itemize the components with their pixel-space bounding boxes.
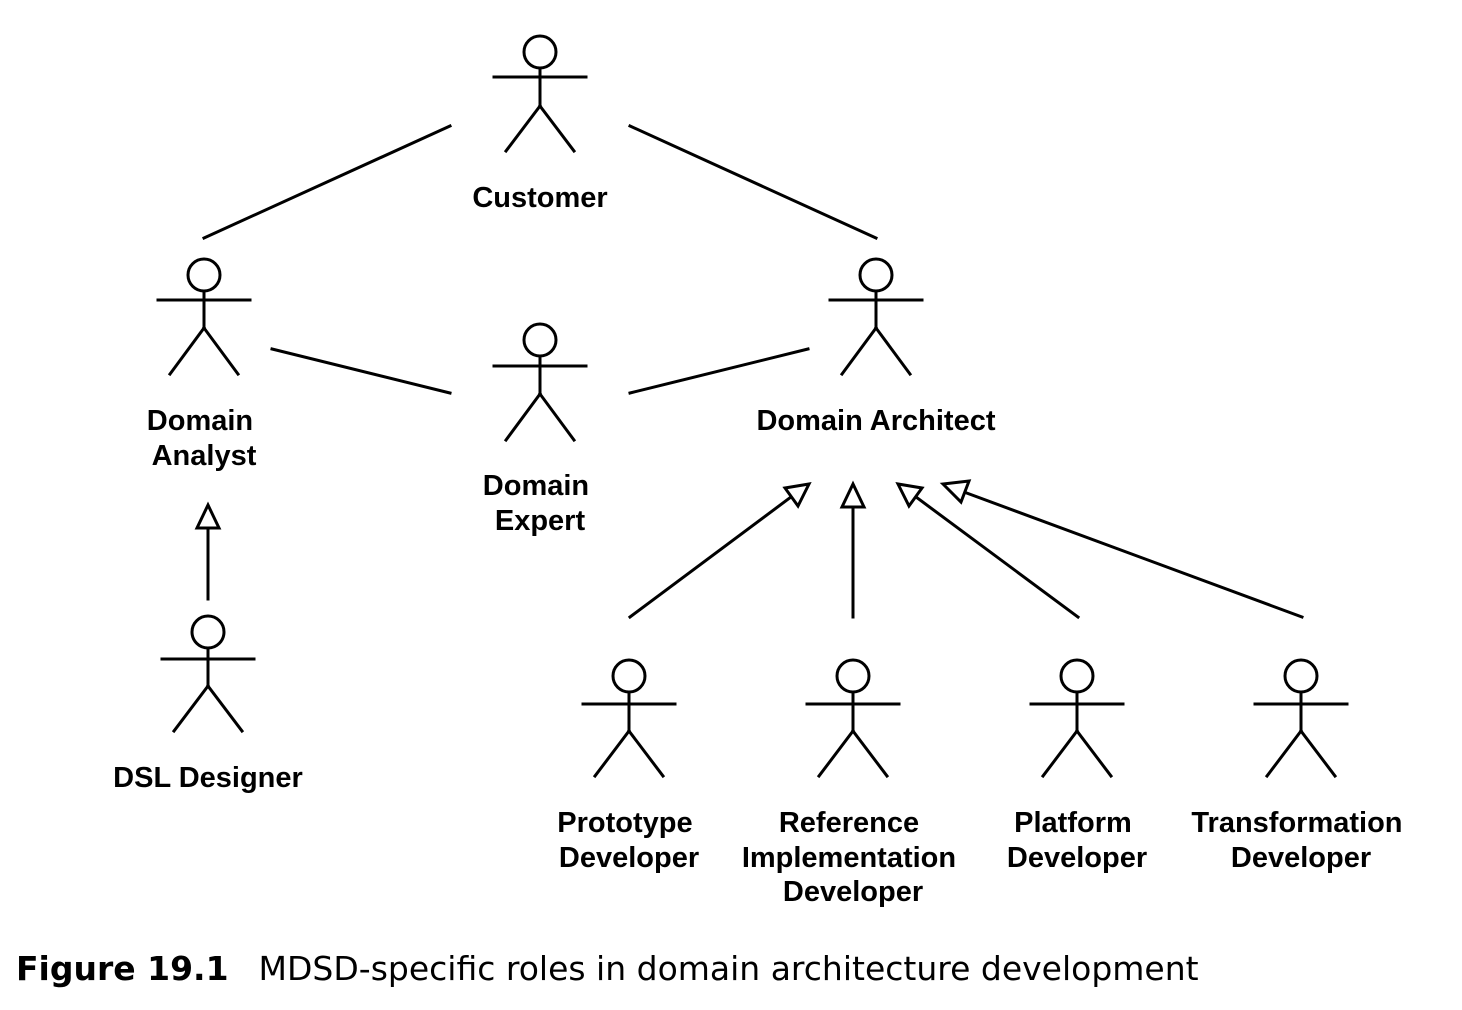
actor-transformation-developer: Transformation Developer — [1191, 658, 1410, 874]
label-line: DSL Designer — [113, 762, 303, 794]
label-line: Implementation — [742, 842, 956, 874]
label-line: Customer — [472, 182, 607, 214]
label-line: Developer — [559, 842, 699, 874]
label-line: Platform — [1014, 807, 1132, 839]
generalization-arrowhead-icon — [939, 479, 972, 505]
association-expert-architect — [628, 347, 810, 395]
label-line: Developer — [783, 876, 923, 908]
stick-figure-icon — [805, 658, 901, 779]
generalization-arrowhead-icon — [839, 480, 867, 509]
actor-label-domain-analyst: Domain Analyst — [147, 405, 261, 472]
actor-domain-architect: Domain Architect — [756, 257, 996, 437]
association-customer-architect — [628, 124, 878, 240]
generalization-prototype-developer — [627, 482, 812, 620]
actor-reference-implementation-developer: Reference Implementation Developer — [742, 658, 964, 908]
stick-figure-icon — [160, 614, 256, 734]
generalization-transformation-developer — [939, 479, 1304, 619]
figure-number: Figure 19.1 — [16, 949, 229, 988]
label-line: Domain — [483, 470, 589, 502]
stick-figure-icon — [828, 257, 924, 377]
stick-figure-icon — [156, 257, 252, 377]
label-line: Developer — [1231, 842, 1371, 874]
stick-figure-icon — [1253, 658, 1349, 779]
stick-figure-icon — [581, 658, 677, 779]
generalization-arrowhead-icon — [194, 501, 222, 530]
label-line: Expert — [495, 505, 586, 537]
label-line: Developer — [1007, 842, 1147, 874]
generalization-platform-developer — [895, 482, 1081, 620]
actor-label-dsl-designer: DSL Designer — [113, 762, 303, 794]
generalization-reference-implementation-developer — [839, 480, 867, 619]
label-line: Domain Architect — [756, 405, 995, 437]
actor-label-reference-implementation-developer: Reference Implementation Developer — [742, 807, 964, 908]
figure-caption: Figure 19.1 MDSD-specific roles in domain… — [16, 944, 1199, 994]
stick-figure-icon — [492, 34, 588, 154]
generalization-dsl-designer — [194, 501, 222, 601]
association-customer-analyst — [202, 124, 452, 240]
actor-label-customer: Customer — [472, 182, 607, 214]
stick-figure-icon — [492, 322, 588, 443]
label-line: Prototype — [557, 807, 692, 839]
generalization-arrowhead-icon — [782, 482, 812, 509]
roles-diagram: Customer Domain Analyst Domain Expert — [113, 34, 1410, 908]
actor-label-domain-architect: Domain Architect — [756, 405, 995, 437]
label-line: Analyst — [152, 440, 257, 472]
actor-customer: Customer — [472, 34, 608, 214]
stick-figure-icon — [1029, 658, 1125, 779]
actor-dsl-designer: DSL Designer — [113, 614, 303, 794]
actor-domain-expert: Domain Expert — [483, 322, 597, 537]
actor-prototype-developer: Prototype Developer — [557, 658, 700, 874]
actor-label-transformation-developer: Transformation Developer — [1191, 807, 1410, 874]
label-line: Reference — [779, 807, 919, 839]
generalization-arrowhead-icon — [895, 482, 925, 509]
actor-platform-developer: Platform Developer — [1007, 658, 1147, 874]
figure-caption-text: MDSD-specific roles in domain architectu… — [258, 949, 1199, 988]
actor-label-platform-developer: Platform Developer — [1007, 807, 1147, 874]
actor-label-prototype-developer: Prototype Developer — [557, 807, 700, 874]
actor-label-domain-expert: Domain Expert — [483, 470, 597, 537]
actor-domain-analyst: Domain Analyst — [147, 257, 261, 472]
label-line: Transformation — [1191, 807, 1402, 839]
label-line: Domain — [147, 405, 253, 437]
association-analyst-expert — [270, 347, 452, 395]
